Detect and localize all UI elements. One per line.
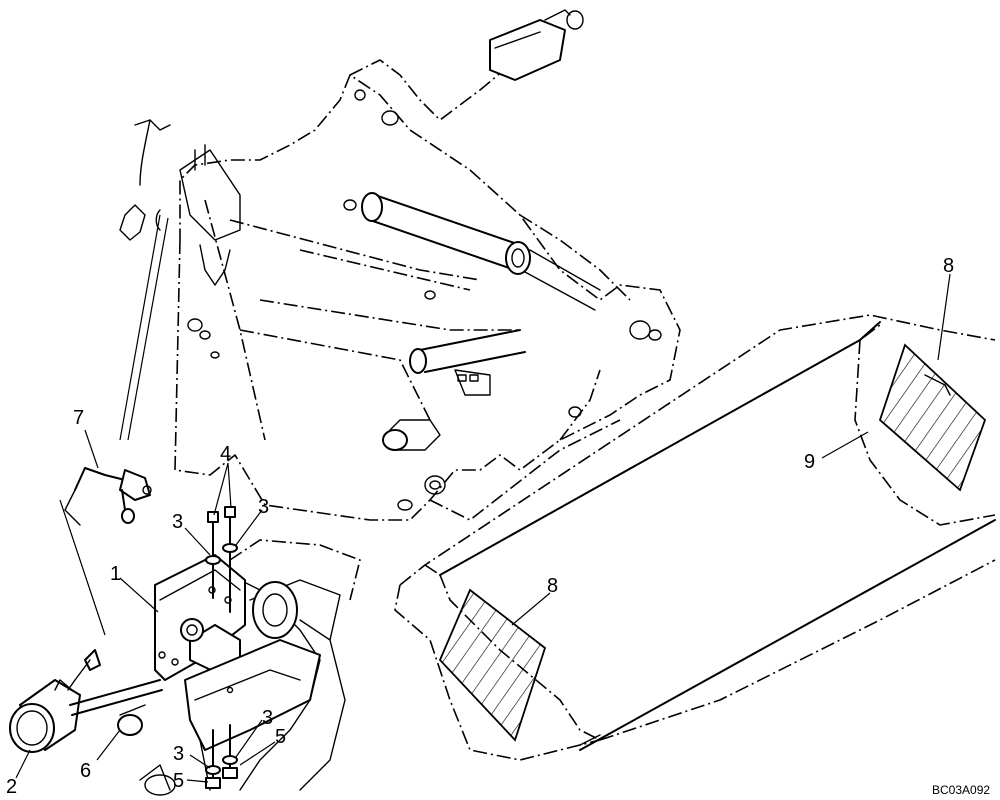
callout-7: 7 [73, 407, 84, 429]
callout-1: 1 [110, 563, 121, 585]
loader-frame-phantom [174, 39, 681, 521]
callout-3-lower-left: 3 [173, 743, 184, 765]
leader-lines [15, 273, 951, 783]
callout-3-upper-right: 3 [258, 496, 269, 518]
callout-3-upper-left: 3 [172, 511, 183, 533]
nut-lower-left [205, 777, 221, 789]
callout-8-upper: 8 [943, 255, 954, 277]
callout-3-lower-right: 3 [262, 707, 273, 729]
work-lamp [9, 679, 163, 753]
decal-bucket-upper [878, 343, 987, 492]
washer-upper-left [205, 555, 221, 565]
washer-lower-right [222, 755, 238, 765]
decal-bucket-lower [438, 588, 547, 742]
upper-guard-phantom [489, 9, 584, 81]
callout-5-lower-left: 5 [173, 770, 184, 792]
callout-2: 2 [6, 776, 17, 798]
bolt-right [224, 506, 236, 613]
lift-cylinder [361, 192, 601, 311]
tilt-cylinder [382, 329, 526, 495]
cable-tie [117, 704, 146, 736]
guard-shield [184, 579, 341, 751]
bucket-phantom [394, 314, 996, 761]
washer-upper-right [222, 543, 238, 553]
callout-9: 9 [804, 451, 815, 473]
callout-8-lower: 8 [547, 575, 558, 597]
drawing-code: BC03A092 [932, 783, 990, 797]
wiring-harness [59, 467, 152, 691]
callout-5-lower-right: 5 [275, 726, 286, 748]
callout-6: 6 [80, 760, 91, 782]
callout-4: 4 [220, 443, 231, 465]
nut-lower-right [222, 767, 238, 779]
upper-harness-phantom [119, 119, 241, 441]
